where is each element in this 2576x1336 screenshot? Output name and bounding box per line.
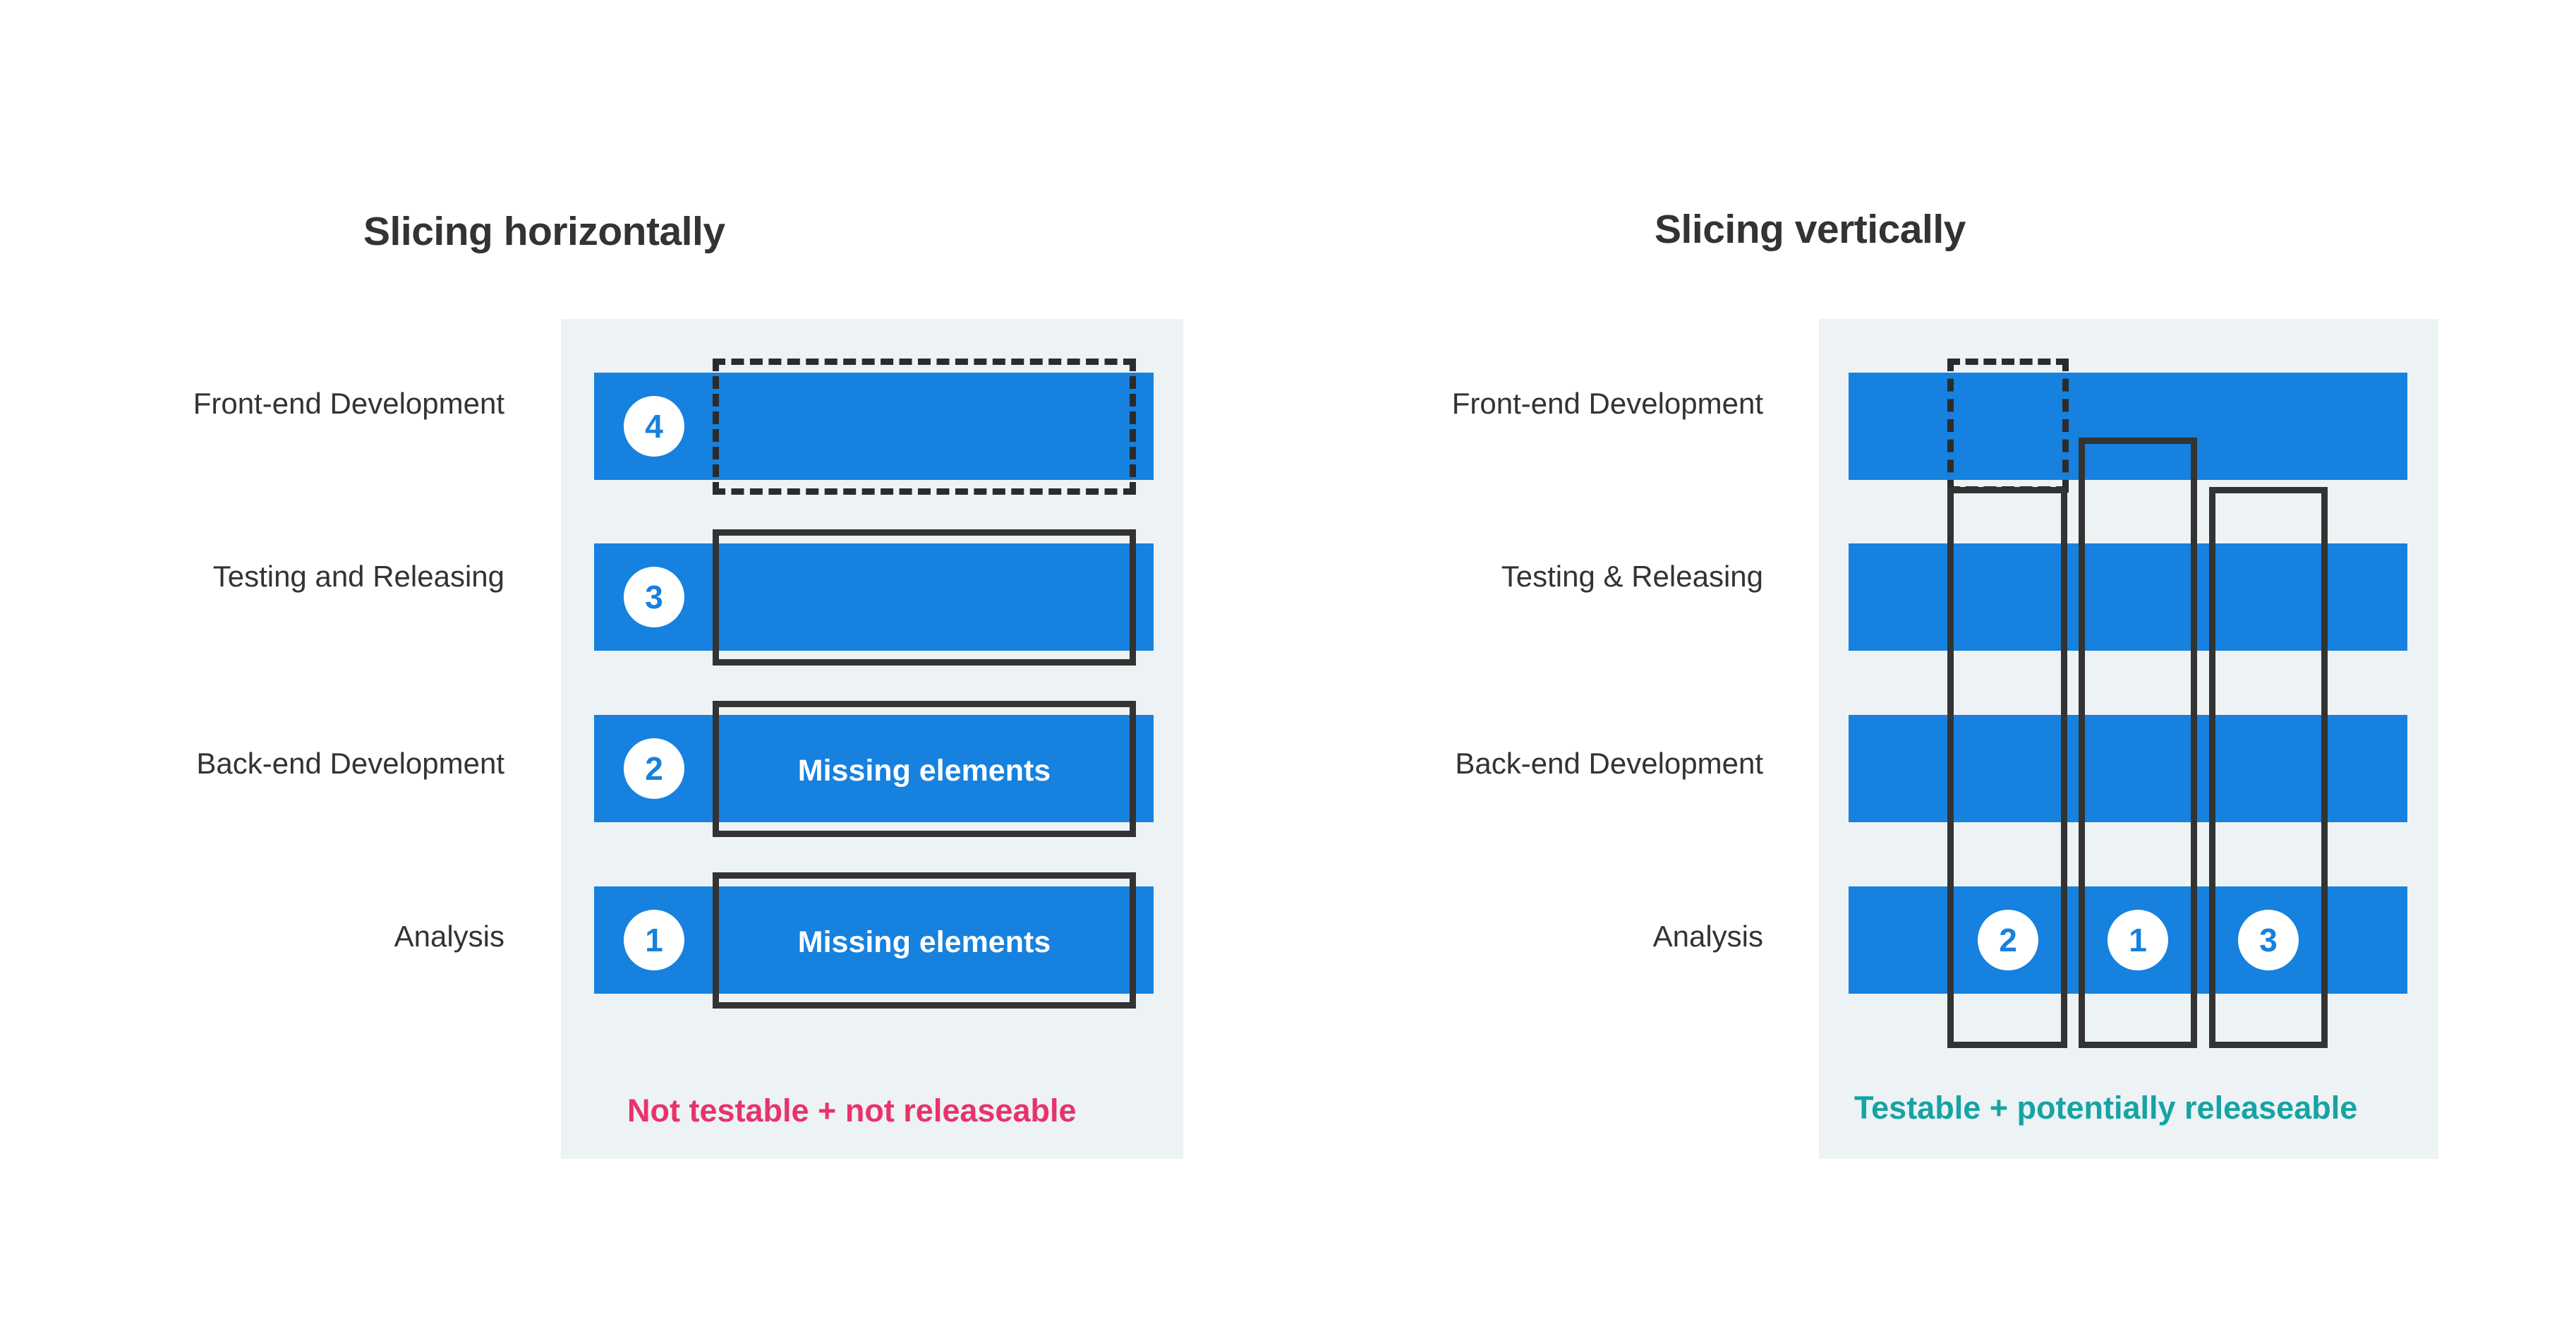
bar-front-end-development-left [594,373,1154,480]
row-label-testing-and-releasing-right: Testing & Releasing [1501,560,1763,593]
badge-3-left: 3 [624,567,684,627]
bar-analysis-left [594,886,1154,994]
bar-front-end-development-right [1849,373,2407,480]
bar-testing-and-releasing-left [594,543,1154,651]
slice-outline-front-end-dashed [713,359,1136,495]
row-label-front-end-development-right: Front-end Development [1451,387,1763,420]
badge-2-right: 2 [1978,910,2038,970]
caption-testable-potentially-releaseable: Testable + potentially releaseable [1854,1090,2358,1126]
bar-testing-and-releasing-right [1849,543,2407,651]
badge-1-right: 1 [2108,910,2168,970]
slice-outline-analysis [713,872,1136,1009]
panel-title-slicing-horizontally: Slicing horizontally [363,209,725,254]
row-label-analysis-right: Analysis [1652,920,1763,953]
panel-title-slicing-vertically: Slicing vertically [1655,207,1966,252]
badge-2-left: 2 [624,738,684,799]
badge-1-left: 1 [624,910,684,970]
badge-3-right: 3 [2238,910,2299,970]
row-label-back-end-development-left: Back-end Development [196,747,504,780]
vertical-slice-outline-1 [2079,438,2197,1048]
row-label-analysis-left: Analysis [394,920,504,953]
caption-not-testable-not-releaseable: Not testable + not releaseable [627,1093,1077,1129]
row-label-front-end-development-left: Front-end Development [193,387,504,420]
vertical-slice-outline-3 [2209,487,2328,1048]
slice-outline-back-end-development [713,701,1136,837]
badge-4-left: 4 [624,396,684,457]
row-label-testing-and-releasing-left: Testing and Releasing [212,560,504,593]
bar-back-end-development-right [1849,715,2407,822]
row-label-back-end-development-right: Back-end Development [1455,747,1763,780]
slice-outline-testing-and-releasing [713,529,1136,666]
bar-back-end-development-left [594,715,1154,822]
bar-text-missing-elements-back-end: Missing elements [797,754,1051,788]
vertical-slice-outline-2 [1947,487,2067,1048]
vertical-slice-outline-dashed [1947,359,2069,493]
bar-text-missing-elements-analysis: Missing elements [797,925,1051,959]
